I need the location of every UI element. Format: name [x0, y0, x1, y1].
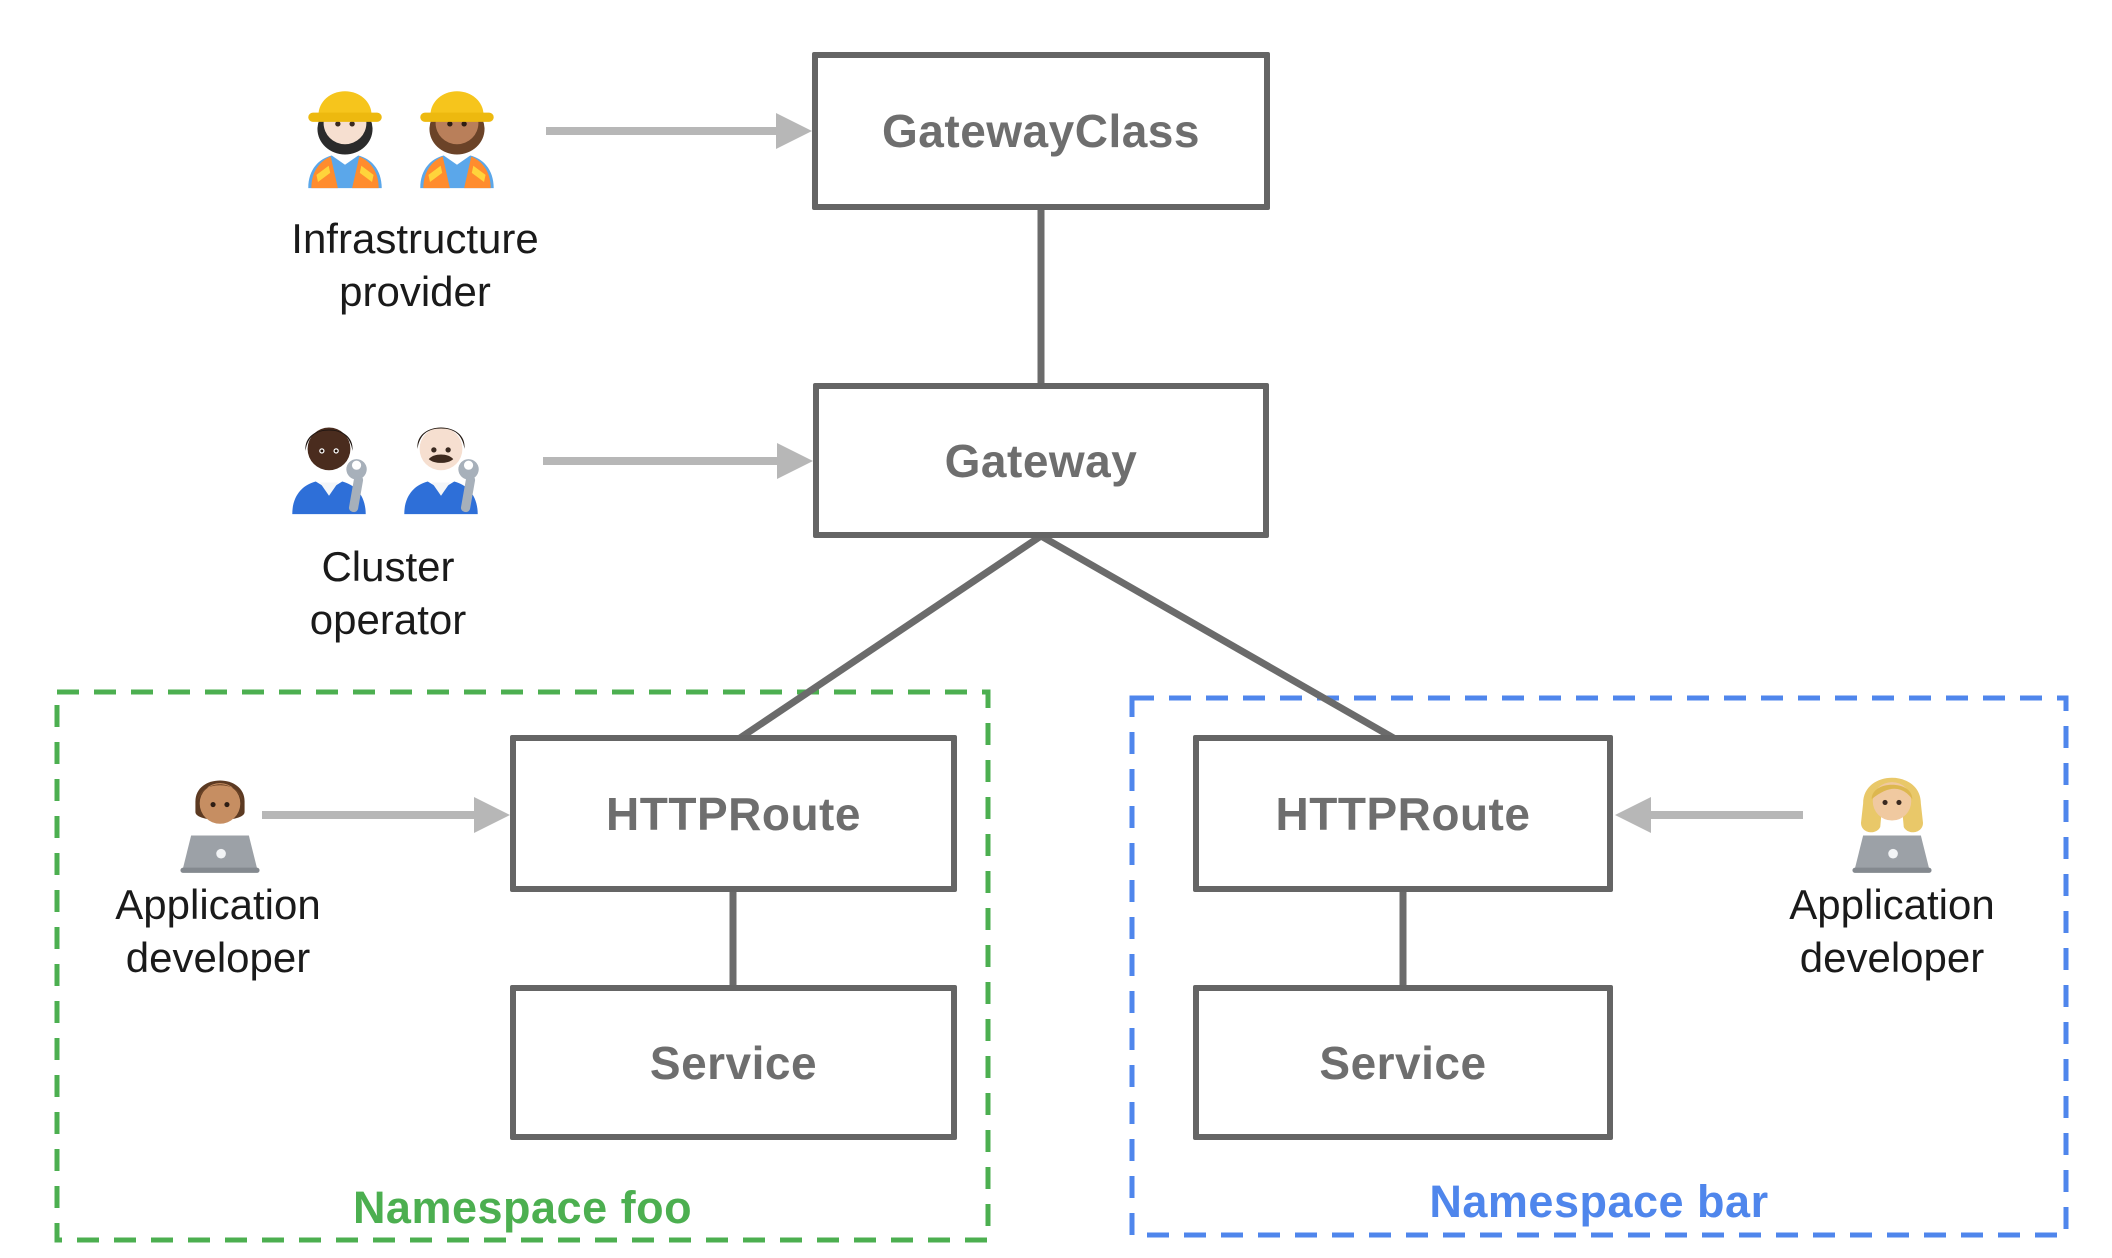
namespace-foo-label: Namespace foo	[352, 1182, 693, 1233]
namespace-foo-boundary	[54, 689, 991, 1243]
application-developer-foo-icon-group	[166, 750, 274, 874]
namespace-bar-boundary	[1129, 695, 2069, 1238]
application-developer-bar-icon-group	[1838, 750, 1946, 874]
arrowhead-infrastructure-provider	[776, 113, 812, 149]
edge-gateway-httproute-foo	[735, 533, 1043, 743]
arrowhead-application-developer-foo	[474, 797, 510, 833]
application-developer-bar-label: Application developer	[1789, 881, 1995, 981]
namespace-bar-label: Namespace bar	[1429, 1176, 1769, 1227]
node-service-foo-label: Service	[649, 1036, 818, 1089]
application-developer-foo-label: Application developer	[115, 881, 321, 981]
node-httproute-foo: HTTPRoute	[510, 735, 957, 892]
woman-construction-worker-light-skin-icon	[308, 91, 382, 189]
person-mechanic-dark-skin-icon	[292, 427, 367, 515]
infrastructure-provider-icons	[294, 62, 508, 196]
cluster-operator-label: Cluster operator	[309, 543, 467, 643]
node-httproute-foo-label: HTTPRoute	[606, 787, 861, 840]
node-httproute-bar: HTTPRoute	[1193, 735, 1613, 892]
woman-construction-worker-medium-skin-icon	[420, 91, 494, 189]
node-service-bar: Service	[1193, 985, 1613, 1140]
node-service-bar-label: Service	[1319, 1036, 1487, 1089]
node-httproute-bar-label: HTTPRoute	[1275, 787, 1531, 840]
node-gateway-label: Gateway	[944, 434, 1138, 487]
man-mechanic-light-skin-icon	[404, 427, 479, 515]
arrowhead-application-developer-bar	[1615, 797, 1651, 833]
node-service-foo: Service	[510, 985, 957, 1140]
infrastructure-provider-label: Infrastructure provider	[291, 215, 539, 315]
edge-gateway-httproute-bar	[1039, 532, 1399, 744]
man-technologist-medium-skin-icon	[180, 780, 260, 873]
woman-technologist-medium-light-skin-icon	[1852, 777, 1932, 873]
arrowhead-cluster-operator	[777, 443, 813, 479]
node-gatewayclass: GatewayClass	[812, 52, 1270, 210]
node-gateway: Gateway	[813, 383, 1269, 538]
node-gatewayclass-label: GatewayClass	[882, 105, 1200, 157]
cluster-operator-icons	[278, 388, 492, 522]
